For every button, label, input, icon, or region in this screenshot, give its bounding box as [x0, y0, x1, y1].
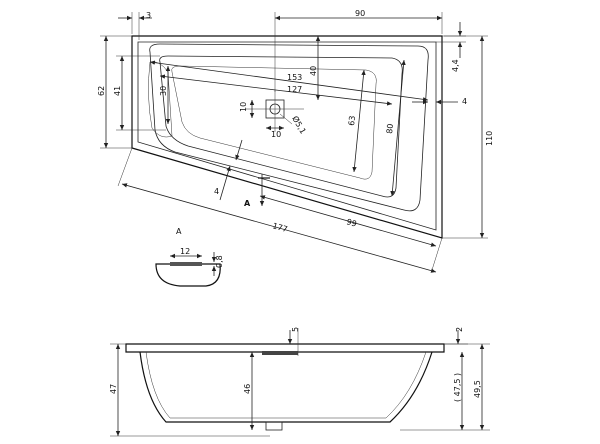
dim-10-vertical: 10 [239, 102, 248, 112]
detail-view-a: A 12 0,8 [155, 227, 224, 287]
dim-90: 90 [355, 9, 365, 18]
dim-41: 41 [113, 86, 122, 96]
tub-basin-floor [171, 65, 377, 180]
dim-0-8: 0,8 [215, 255, 224, 268]
tub-basin-outline [159, 55, 403, 198]
dim-47-5: ( 47,5 ) [453, 373, 462, 402]
dim-47: 47 [109, 384, 118, 394]
dim-153: 153 [287, 73, 302, 82]
side-view: 5 2 47 46 ( 47,5 ) 49,5 [109, 327, 490, 437]
side-body-inner [145, 351, 427, 419]
dim-5: 5 [291, 327, 300, 332]
detail-overflow-slot [170, 262, 202, 266]
side-rim [125, 343, 445, 353]
top-view: 3 90 40 4,4 110 4 62 41 30 [97, 9, 494, 273]
dim-10-horizontal: 10 [271, 130, 281, 139]
detail-title: A [176, 227, 182, 236]
dim-4-lower: 4 [214, 187, 219, 196]
dim-62: 62 [97, 86, 106, 96]
head-rest-outline [148, 61, 173, 138]
dim-40: 40 [309, 66, 318, 76]
detail-profile [155, 263, 221, 287]
dim-2: 2 [455, 327, 464, 332]
dim-46: 46 [243, 384, 252, 394]
dim-110: 110 [485, 131, 494, 146]
dim-4-4: 4,4 [451, 59, 460, 72]
side-body [139, 351, 433, 423]
section-a-marker: A [244, 199, 251, 208]
side-drain [265, 421, 283, 431]
dim-49-5: 49,5 [473, 380, 482, 398]
dim-30: 30 [159, 86, 168, 96]
dim-12: 12 [180, 247, 190, 256]
dim-99: 99 [345, 217, 357, 228]
dim-127: 127 [287, 85, 302, 94]
dim-63: 63 [347, 115, 357, 126]
side-overflow [262, 351, 298, 355]
dim-80: 80 [385, 123, 395, 134]
dim-177: 177 [271, 221, 288, 234]
dim-4-right: 4 [462, 97, 467, 106]
tub-inner-rim [137, 41, 437, 231]
dim-3: 3 [146, 11, 151, 20]
dim-diameter-5-1: Ø5,1 [290, 114, 308, 135]
